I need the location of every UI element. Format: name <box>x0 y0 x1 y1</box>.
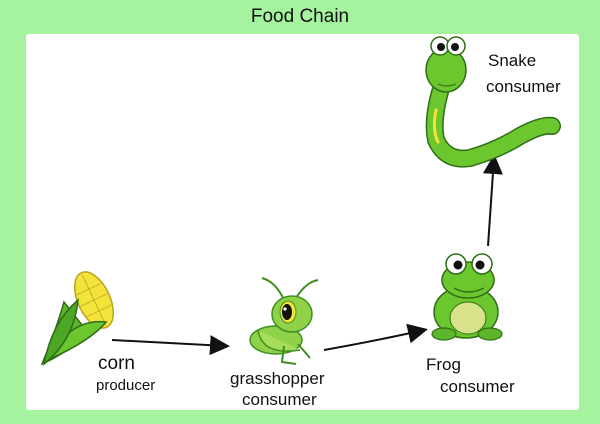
snake-role-label: consumer <box>486 77 561 96</box>
frog-role-label: consumer <box>440 377 515 396</box>
snake-name-label: Snake <box>488 51 536 70</box>
page-title: Food Chain <box>250 6 350 27</box>
arrow-corn-to-grasshopper <box>111 335 230 356</box>
snake-illustration <box>425 36 561 168</box>
arrow-frog-to-snake <box>482 154 503 247</box>
arrow-grasshopper-to-frog <box>323 323 428 351</box>
grasshopper-illustration <box>249 277 319 365</box>
corn-name-label: corn <box>98 353 135 374</box>
diagram-panel <box>26 34 579 410</box>
grasshopper-role-label: consumer <box>242 390 317 409</box>
grasshopper-name-label: grasshopper <box>230 369 325 388</box>
corn-illustration <box>40 271 115 366</box>
corn-role-label: producer <box>96 377 155 394</box>
frog-name-label: Frog <box>426 355 461 374</box>
frog-illustration <box>431 253 503 341</box>
